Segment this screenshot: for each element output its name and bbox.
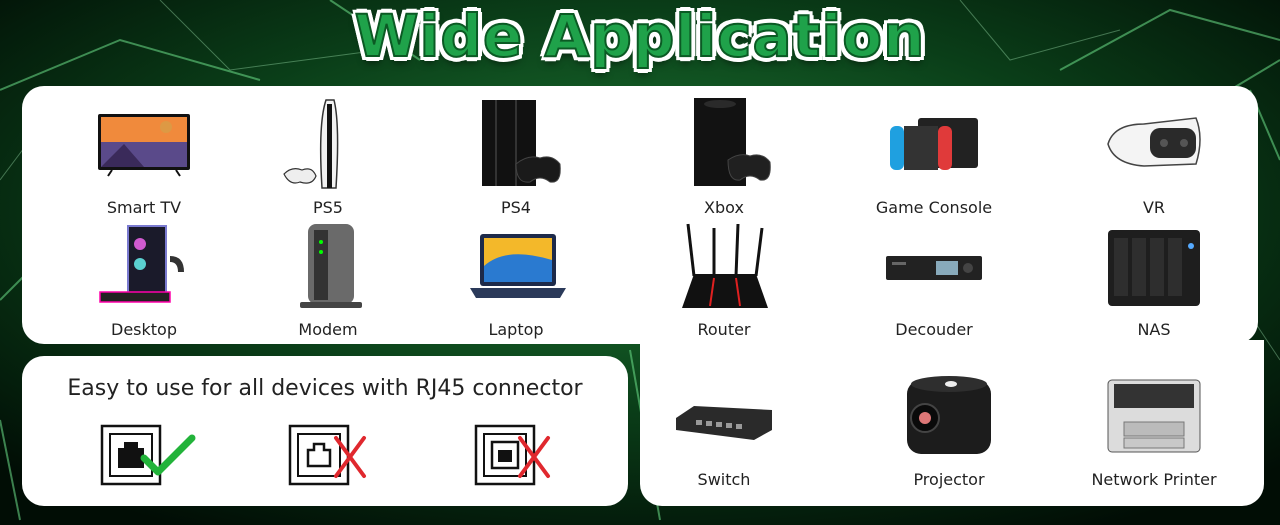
vr-headset-icon: [1107, 117, 1201, 167]
network-switch-icon: [676, 406, 772, 440]
device-label: PS4: [501, 198, 531, 217]
ps4-icon: [482, 100, 561, 186]
rj11-port-icon: [288, 424, 350, 486]
rj45-port-compatible: [100, 424, 196, 486]
page-title: Wide Application: [354, 1, 926, 71]
laptop-icon: [470, 234, 566, 298]
cross-icon: [334, 436, 366, 478]
rj11-port-incompatible: [288, 424, 366, 486]
device-label: Network Printer: [1091, 470, 1217, 489]
device-label: Smart TV: [106, 198, 182, 217]
projector-icon: [907, 376, 991, 454]
device-label: Switch: [697, 470, 751, 489]
device-switch: Switch: [624, 366, 824, 496]
device-ps5: PS5: [228, 94, 428, 224]
printer-icon: [1107, 379, 1201, 453]
device-label: Modem: [298, 320, 358, 339]
device-game-console: Game Console: [834, 94, 1034, 224]
device-xbox: Xbox: [624, 94, 824, 224]
device-nas: NAS: [1054, 216, 1254, 346]
device-label: Desktop: [111, 320, 177, 339]
device-label: Router: [697, 320, 751, 339]
device-label: Decouder: [895, 320, 973, 339]
xbox-icon: [694, 98, 771, 186]
device-panel-top: [22, 86, 1258, 344]
check-icon: [140, 434, 196, 476]
tv-icon: [98, 114, 190, 177]
device-smart-tv: Smart TV: [44, 94, 244, 224]
nas-icon: [1108, 230, 1200, 306]
game-console-icon: [890, 118, 978, 170]
ps5-icon: [283, 99, 339, 189]
device-vr: VR: [1054, 94, 1254, 224]
router-icon: [682, 223, 768, 308]
device-label: VR: [1142, 198, 1166, 217]
device-label: Projector: [913, 470, 985, 489]
device-label: Game Console: [875, 198, 993, 217]
usb-port-incompatible: [474, 424, 550, 486]
device-desktop: Desktop: [44, 216, 244, 346]
device-label: NAS: [1137, 320, 1171, 339]
device-modem: Modem: [228, 216, 428, 346]
device-ps4: PS4: [416, 94, 616, 224]
device-decoder: Decouder: [834, 216, 1034, 346]
device-router: Router: [624, 216, 824, 346]
desktop-pc-icon: [99, 225, 184, 303]
device-label: Xbox: [704, 198, 744, 217]
rj45-port-icon: [100, 424, 162, 486]
decoder-icon: [886, 256, 982, 280]
device-label: PS5: [313, 198, 343, 217]
modem-icon: [300, 224, 362, 308]
device-laptop: Laptop: [416, 216, 616, 346]
compatibility-text: Easy to use for all devices with RJ45 co…: [67, 376, 583, 401]
cross-icon: [518, 436, 550, 478]
device-label: Laptop: [488, 320, 544, 339]
device-projector: Projector: [849, 366, 1049, 496]
usb-port-icon: [474, 424, 536, 486]
device-network-printer: Network Printer: [1054, 366, 1254, 496]
